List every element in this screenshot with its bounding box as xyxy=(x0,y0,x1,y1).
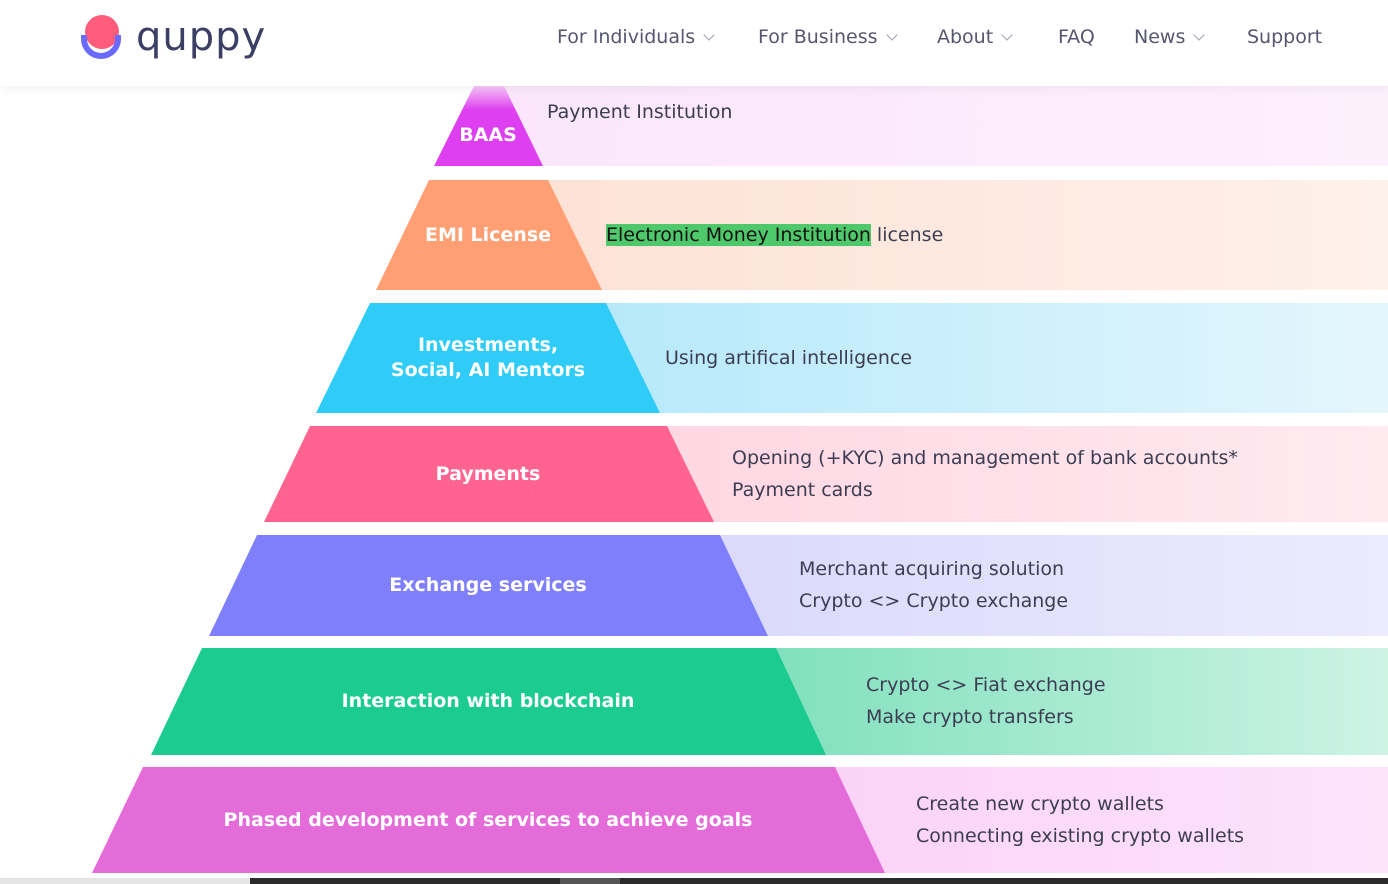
level-label: Phased development of services to achiev… xyxy=(223,808,753,831)
pyramid-level-blockchain: Interaction with blockchain Crypto <> Fi… xyxy=(0,648,1388,755)
pyramid-segment-exchange-services xyxy=(209,535,768,636)
nav-faq[interactable]: FAQ xyxy=(1058,26,1095,48)
level-label: BAAS xyxy=(459,123,517,146)
chevron-down-icon xyxy=(1001,28,1013,41)
quppy-logo[interactable]: quppy xyxy=(80,12,266,62)
description-line: Crypto <> Fiat exchange xyxy=(866,674,1106,696)
description-suffix: license xyxy=(870,224,944,246)
pyramid-level-phased-development: Phased development of services to achiev… xyxy=(0,767,1388,873)
logo-icon xyxy=(80,13,126,61)
pyramid-level-emi-license: EMI License Electronic Money Institution… xyxy=(0,180,1388,290)
level-description: Electronic Money Institution license xyxy=(606,219,943,251)
level-description: Crypto <> Fiat exchange Make crypto tran… xyxy=(866,669,1106,733)
pyramid-level-baas: BAAS Payment Institution xyxy=(0,86,1388,166)
pyramid-segment-emi-license xyxy=(376,180,602,290)
description-line: Crypto <> Crypto exchange xyxy=(799,590,1069,612)
description-line: Create new crypto wallets xyxy=(916,793,1164,815)
site-header: quppy For Individuals For Business About… xyxy=(0,0,1388,86)
nav-label: News xyxy=(1134,26,1186,48)
description-line: Make crypto transfers xyxy=(866,706,1074,728)
nav-label: For Business xyxy=(758,26,878,48)
pyramid-segment-payments xyxy=(264,426,714,522)
chevron-down-icon xyxy=(1193,28,1206,41)
level-label: Interaction with blockchain xyxy=(341,690,635,712)
nav-news[interactable]: News xyxy=(1134,26,1206,48)
level-label: Exchange services xyxy=(389,574,587,596)
logo-text: quppy xyxy=(136,14,267,60)
level-description: Merchant acquiring solution Crypto <> Cr… xyxy=(799,553,1068,617)
level-label: Investments, Social, AI Mentors xyxy=(390,334,586,381)
pyramid-segment-investments xyxy=(316,303,660,413)
nav-label: For Individuals xyxy=(557,26,696,48)
nav-label: Support xyxy=(1247,26,1323,48)
taskbar-strip xyxy=(0,878,1388,884)
level-description: Payment Institution xyxy=(547,101,733,123)
description-line: Payment cards xyxy=(732,479,873,501)
pyramid-segment-baas xyxy=(434,86,543,166)
nav-label: About xyxy=(937,26,994,48)
description-line: Connecting existing crypto wallets xyxy=(916,825,1245,847)
nav-for-individuals[interactable]: For Individuals xyxy=(557,26,715,48)
pyramid-segment-phased-development xyxy=(92,767,885,873)
highlighted-text: Electronic Money Institution xyxy=(606,224,871,246)
pyramid-segment-blockchain xyxy=(151,648,826,755)
level-label: EMI License xyxy=(424,223,552,246)
level-label: Payments xyxy=(435,462,541,485)
pyramid-level-exchange-services: Exchange services Merchant acquiring sol… xyxy=(0,535,1388,636)
description-line: Opening (+KYC) and management of bank ac… xyxy=(732,447,1238,469)
nav-support[interactable]: Support xyxy=(1247,26,1322,48)
nav-label: FAQ xyxy=(1058,26,1095,48)
description-line: Merchant acquiring solution xyxy=(799,558,1065,580)
pyramid-level-payments: Payments Opening (+KYC) and management o… xyxy=(0,426,1388,522)
level-description: Create new crypto wallets Connecting exi… xyxy=(916,788,1244,852)
nav-for-business[interactable]: For Business xyxy=(758,26,898,48)
level-description: Using artifical intelligence xyxy=(665,347,913,369)
pyramid-level-investments: Investments, Social, AI Mentors Using ar… xyxy=(0,303,1388,413)
chevron-down-icon xyxy=(885,28,898,41)
nav-about[interactable]: About xyxy=(937,26,1013,48)
level-description: Opening (+KYC) and management of bank ac… xyxy=(732,442,1238,506)
chevron-down-icon xyxy=(703,28,715,41)
